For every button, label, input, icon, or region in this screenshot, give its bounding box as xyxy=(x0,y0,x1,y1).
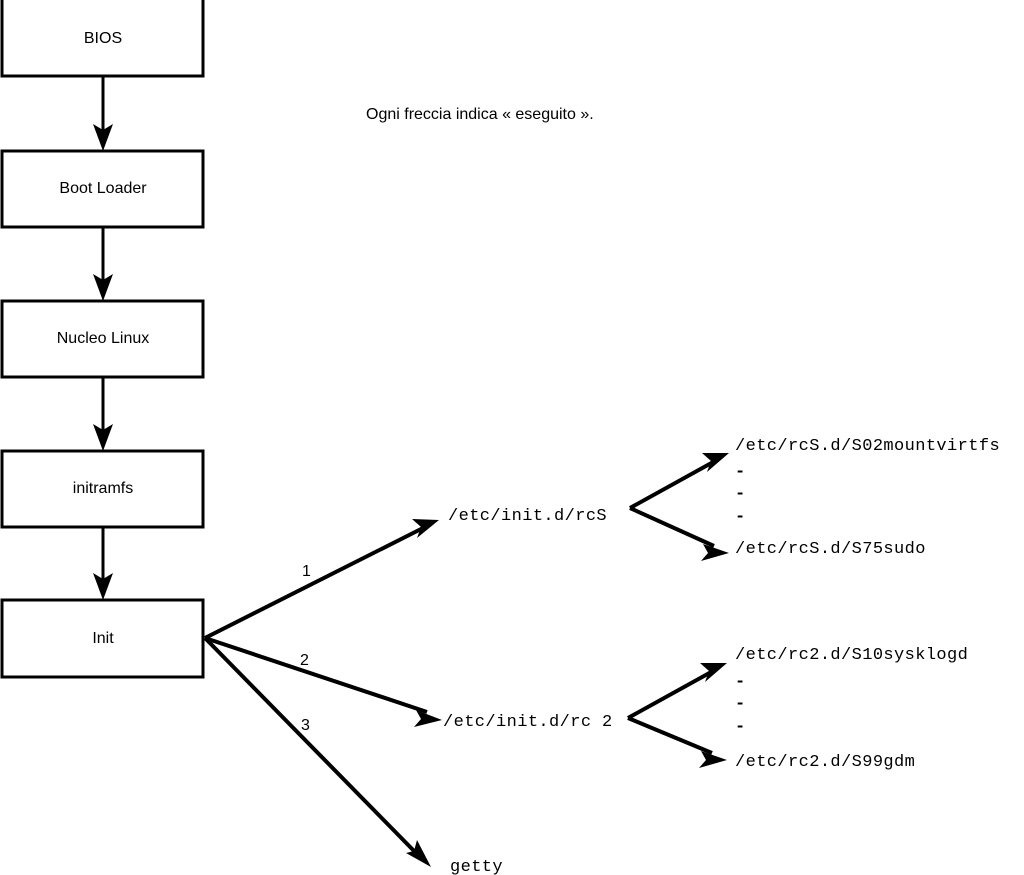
rcs-ellipsis-dash-3: - xyxy=(735,508,745,527)
initramfs-label: initramfs xyxy=(73,480,133,497)
arrowhead-icon xyxy=(414,710,442,727)
arrow-rcs-to-first-script xyxy=(629,453,729,510)
rc2-script-first: /etc/rc2.d/S10sysklogd xyxy=(735,646,968,665)
arrow-init-branch-3 xyxy=(203,636,431,867)
rc2-ellipsis-dash-2: - xyxy=(735,695,745,714)
rc2-ellipsis-dash-3: - xyxy=(735,718,745,737)
arrow-rc2-to-first-script xyxy=(627,663,727,720)
node-kernel[interactable]: Nucleo Linux xyxy=(0,299,205,379)
rcs-ellipsis-dash-1: - xyxy=(735,463,745,482)
rc2-script-last: /etc/rc2.d/S99gdm xyxy=(735,753,915,772)
arrowhead-icon xyxy=(699,751,727,768)
bios-label: BIOS xyxy=(84,30,122,47)
init-box[interactable] xyxy=(0,598,205,679)
arrowhead-icon xyxy=(412,519,439,538)
node-boot-loader[interactable]: Boot Loader xyxy=(0,149,205,229)
branch-number-3: 3 xyxy=(301,717,310,734)
node-init[interactable]: Init xyxy=(0,598,205,679)
arrow-rcs-to-last-script xyxy=(629,506,729,561)
node-initramfs[interactable]: initramfs xyxy=(0,449,205,529)
init-label: Init xyxy=(92,630,114,647)
boot-loader-box[interactable] xyxy=(0,149,205,229)
arrow-initramfs-to-init xyxy=(93,527,113,600)
arrowhead-icon xyxy=(702,453,729,472)
diagram-caption: Ogni freccia indica « eseguito ». xyxy=(366,106,594,123)
initramfs-box[interactable] xyxy=(0,449,205,529)
arrow-init-branch-1 xyxy=(204,519,439,640)
arrowhead-icon xyxy=(93,274,113,301)
arrowhead-icon xyxy=(93,124,113,151)
arrowhead-icon xyxy=(406,840,431,867)
arrow-boot-loader-to-kernel xyxy=(93,227,113,301)
branch-number-2: 2 xyxy=(300,652,309,669)
rcs-target-label: /etc/init.d/rcS xyxy=(448,507,607,526)
arrowhead-icon xyxy=(701,544,729,561)
arrowhead-icon xyxy=(700,663,727,682)
rcs-ellipsis-dash-2: - xyxy=(735,485,745,504)
arrow-kernel-to-initramfs xyxy=(93,377,113,451)
rc2-ellipsis-dash-1: - xyxy=(735,673,745,692)
arrow-init-branch-2 xyxy=(204,636,442,727)
node-bios[interactable]: BIOS xyxy=(0,0,205,78)
arrow-rc2-to-last-script xyxy=(627,716,727,768)
rc2-target-label: /etc/init.d/rc 2 xyxy=(443,713,613,732)
rcs-script-first: /etc/rcS.d/S02mountvirtfs xyxy=(735,437,1000,456)
getty-target-label: getty xyxy=(450,858,503,875)
arrow-bios-to-boot-loader xyxy=(93,76,113,151)
branch-number-1: 1 xyxy=(302,563,311,580)
arrowhead-icon xyxy=(93,573,113,600)
kernel-label: Nucleo Linux xyxy=(57,330,150,347)
bios-box[interactable] xyxy=(0,0,205,78)
boot-loader-label: Boot Loader xyxy=(59,180,147,197)
arrowhead-icon xyxy=(93,424,113,451)
rcs-script-last: /etc/rcS.d/S75sudo xyxy=(735,540,926,559)
